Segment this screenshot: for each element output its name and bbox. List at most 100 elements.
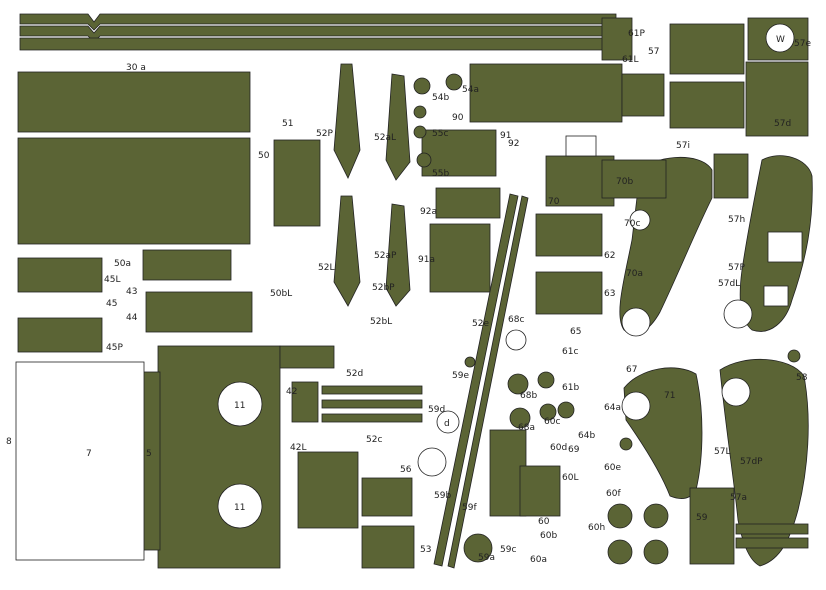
part-62 [535, 213, 603, 257]
label-57: 57 [648, 47, 659, 57]
part-57-a [669, 23, 745, 75]
part-42l [297, 451, 359, 529]
disc-wheel-c [643, 503, 669, 529]
hole-70c [629, 209, 651, 231]
disc-wheel-b [607, 539, 633, 565]
label-60f: 60f [606, 489, 621, 499]
label-51: 51 [282, 119, 293, 129]
label-70c: 70c [624, 219, 640, 229]
disc-gear-60d [539, 403, 557, 421]
part-61l [621, 73, 665, 117]
label-dim30: 30 a [126, 63, 146, 73]
label-57p: 57P [728, 263, 745, 273]
disc-55a [413, 105, 427, 119]
wheel-upper-right [765, 23, 795, 53]
label-11-upper: 11 [234, 401, 245, 411]
label-70b: 70b [616, 177, 633, 187]
label-103: 103 [768, 293, 785, 303]
label-52al: 52aL [374, 133, 396, 143]
cutout-109 [767, 231, 803, 263]
disc-59e [464, 356, 476, 368]
label-59f: 59f [462, 503, 477, 513]
label-50bl: 50bL [270, 289, 292, 299]
label-57i: 57i [676, 141, 690, 151]
label-60h: 60h [588, 523, 605, 533]
part-57a-strip [735, 523, 809, 535]
part-cam-57d [619, 157, 713, 335]
label-59d: 59d [428, 405, 445, 415]
label-59e: 59e [452, 371, 469, 381]
label-60d: 60d [550, 443, 567, 453]
label-60l: 60L [562, 473, 578, 483]
label-45p: 45P [106, 343, 123, 353]
disc-54a [445, 73, 463, 91]
label-52d: 52d [346, 369, 363, 379]
label-70: 70 [548, 197, 560, 207]
part-53 [361, 525, 415, 569]
part-59 [689, 487, 735, 565]
label-61b: 61b [562, 383, 579, 393]
part-52c [321, 399, 423, 409]
label-92a: 92a [420, 207, 437, 217]
part-52e [321, 413, 423, 423]
label-50a: 50a [114, 259, 131, 269]
label-63: 63 [604, 289, 615, 299]
part-57h [713, 153, 749, 199]
label-60c: 60c [544, 417, 560, 427]
part-rod-1 [433, 193, 519, 567]
label-59b: 59b [434, 491, 451, 501]
label-11-lower: 11 [234, 503, 245, 513]
disc-55b [416, 152, 432, 168]
label-59a: 59a [478, 553, 495, 563]
label-60b: 60b [540, 531, 557, 541]
label-57h: 57h [728, 215, 745, 225]
label-64b: 64b [578, 431, 595, 441]
cam-hole-4 [721, 377, 751, 407]
part-7-outline [15, 361, 145, 561]
label-67: 67 [626, 365, 637, 375]
label-7: 7 [86, 449, 92, 459]
label-59: 59 [696, 513, 708, 523]
label-d-59d: d [444, 419, 450, 429]
part-52ap [385, 203, 411, 307]
label-59c: 59c [500, 545, 516, 555]
cutout-70-box [565, 135, 597, 157]
part-45p [17, 317, 103, 353]
label-91a: 91a [418, 255, 435, 265]
label-69: 69 [568, 445, 580, 455]
disc-wheel-d [643, 539, 669, 565]
part-61p-mark [601, 17, 633, 61]
part-upper-panel [17, 71, 251, 133]
label-57dl: 57dL [718, 279, 740, 289]
label-52p: 52P [316, 129, 333, 139]
label-50: 50 [258, 151, 270, 161]
disc-61b [537, 371, 555, 389]
label-52bp: 52bP [372, 283, 395, 293]
part-52d [321, 385, 423, 395]
label-55c: 55c [432, 129, 448, 139]
label-68a: 68a [518, 423, 535, 433]
label-109: 109 [778, 243, 795, 253]
label-57dp: 57dP [740, 457, 763, 467]
label-58: 58 [796, 373, 808, 383]
label-54b: 54b [432, 93, 449, 103]
part-42 [291, 381, 319, 423]
disc-gear-60e [557, 401, 575, 419]
cam-hole-1 [621, 307, 651, 337]
part-52al [385, 73, 411, 181]
label-57e: 57e [794, 39, 811, 49]
part-52l [333, 195, 361, 307]
cam-hole-2 [723, 299, 753, 329]
label-60: 60 [538, 517, 550, 527]
label-42: 42 [286, 387, 297, 397]
wheel-11-lower [217, 483, 263, 529]
label-60a: 60a [530, 555, 547, 565]
disc-68b [507, 373, 529, 395]
disc-wheel-a [607, 503, 633, 529]
part-middle-panel [17, 137, 251, 245]
label-43: 43 [126, 287, 137, 297]
label-8: 8 [6, 437, 12, 447]
part-44 [145, 291, 253, 333]
label-45l: 45L [104, 275, 120, 285]
cam-hole-3 [621, 391, 651, 421]
